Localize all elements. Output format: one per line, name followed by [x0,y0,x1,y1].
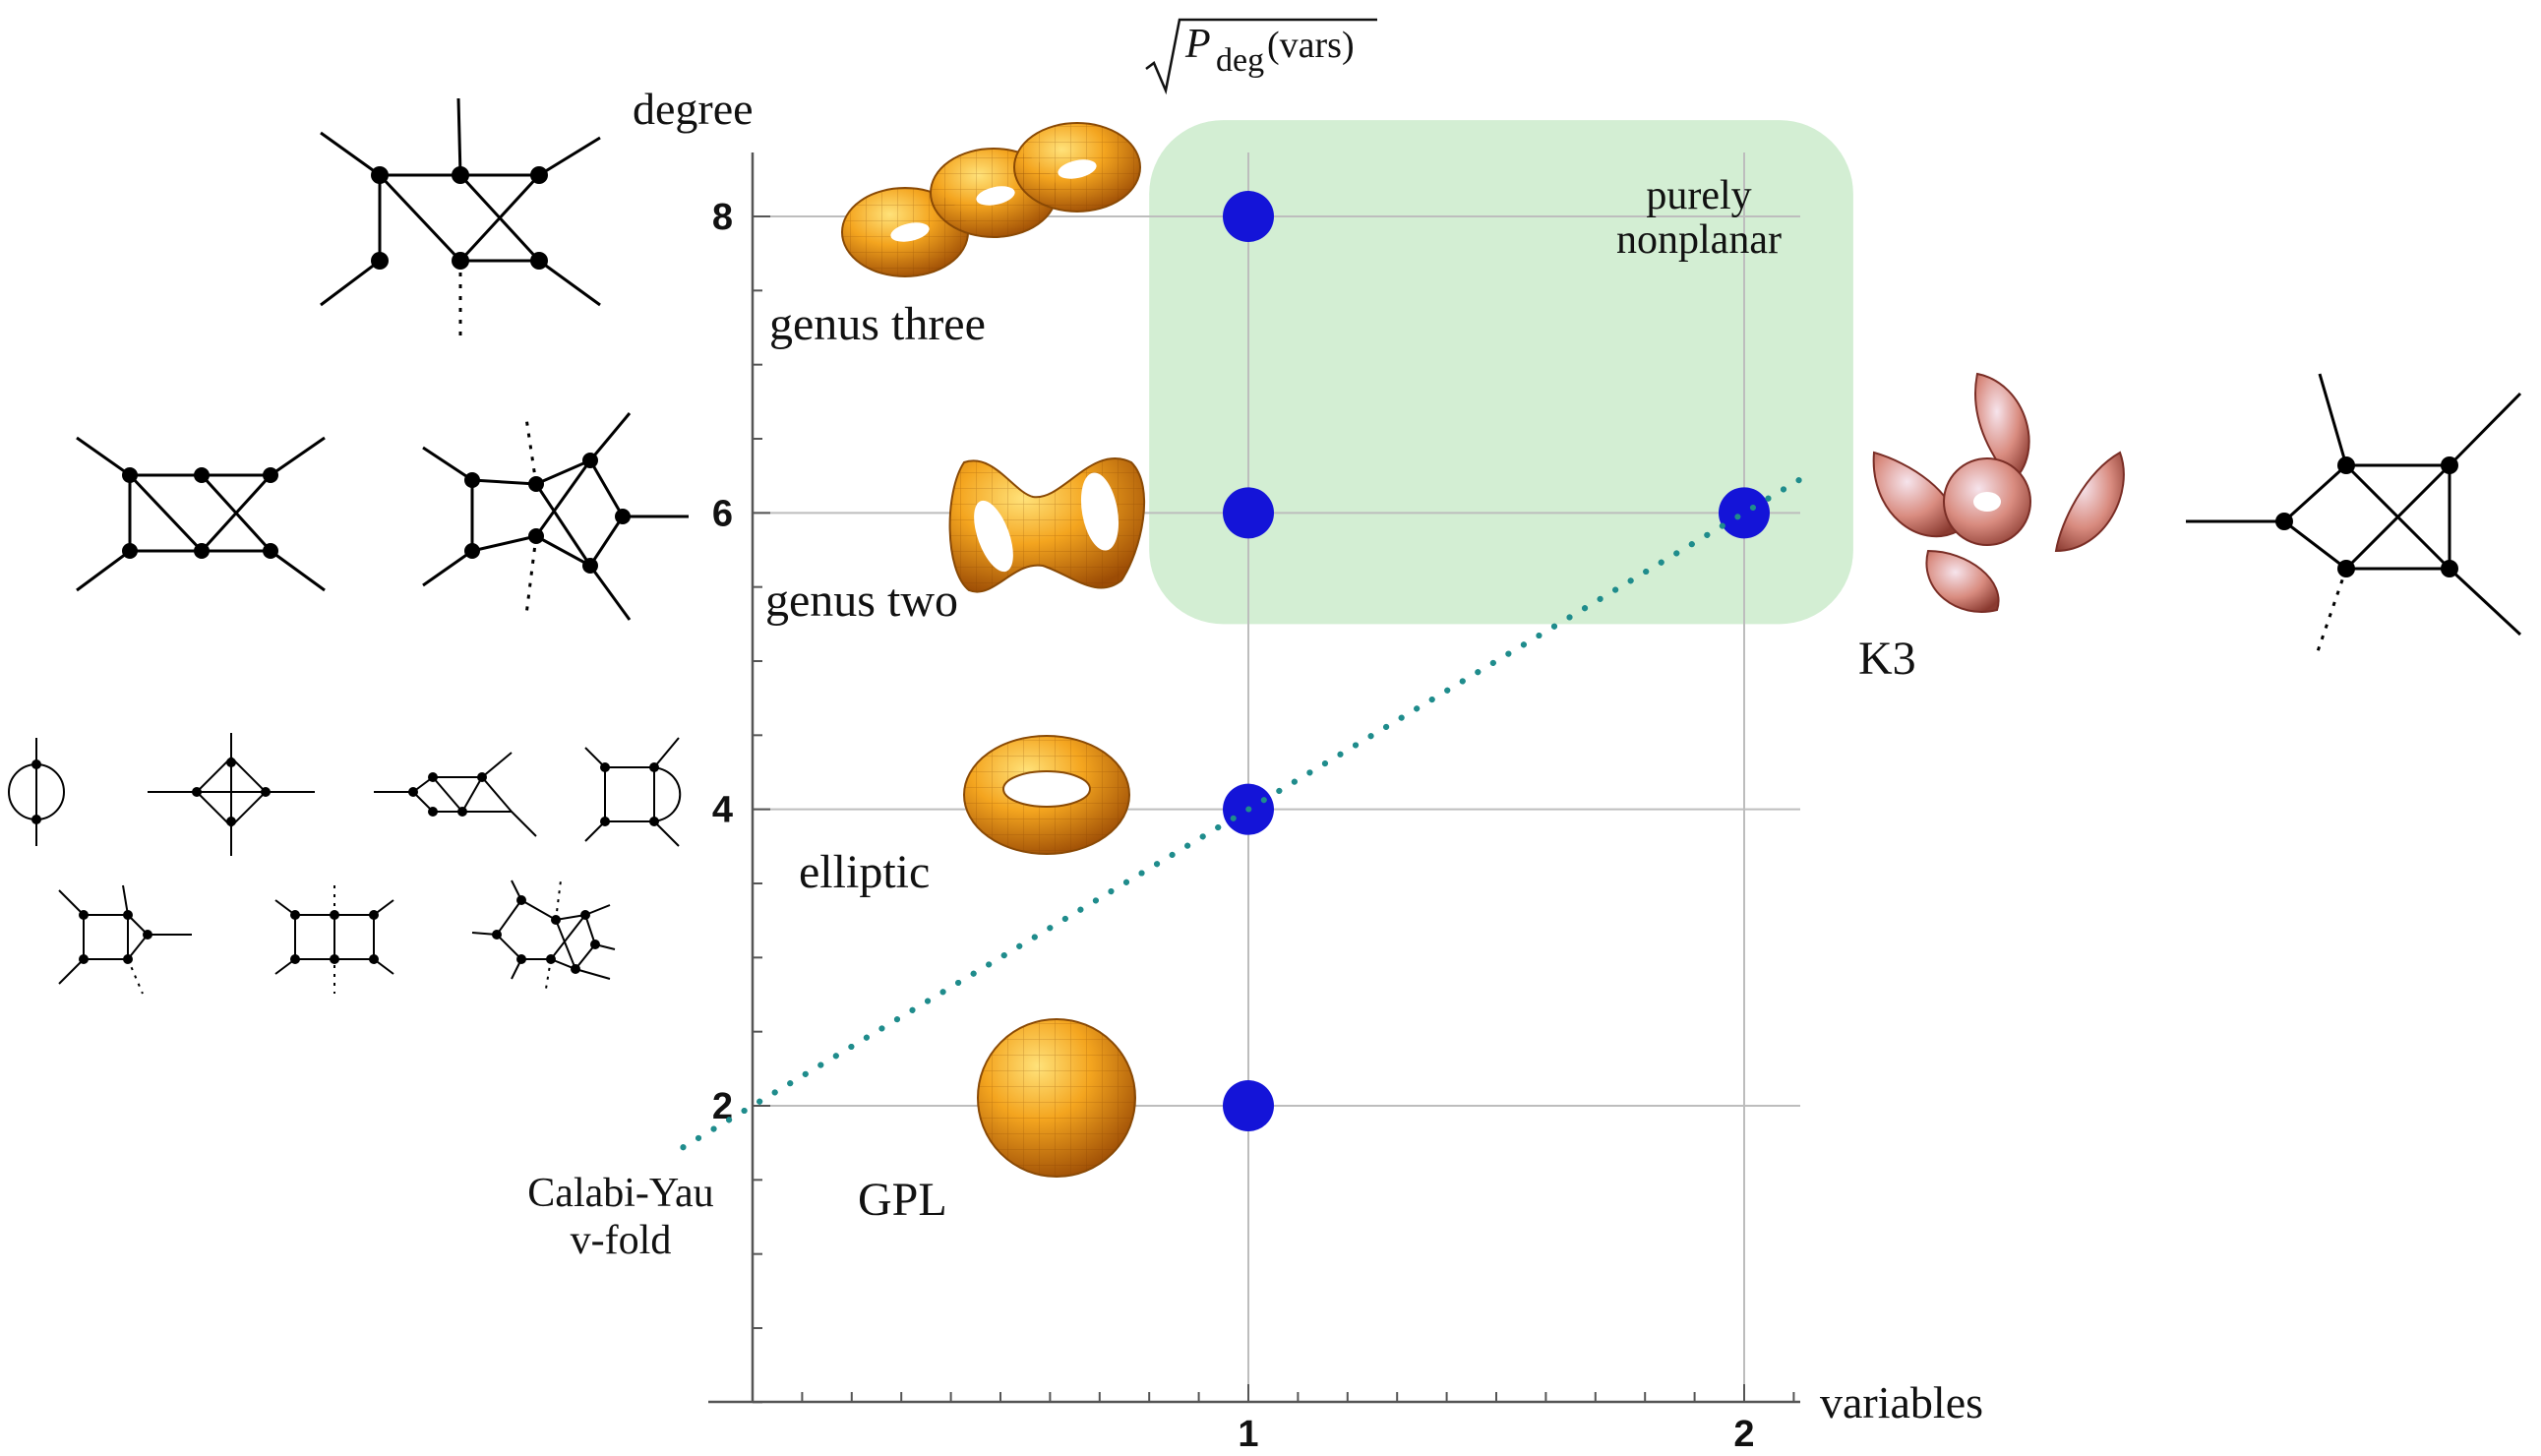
x-tick-label-2: 2 [1733,1414,1754,1451]
feynman-diagram-mid-left [76,436,326,592]
formula-subscript: deg [1216,42,1264,79]
y-tick-label-2: 2 [712,1086,733,1127]
annotation-genus-two: genus two [765,575,958,627]
feynman-diagram-k3 [2186,373,2522,655]
feynman-diagrams-small-row2-nodes [79,895,600,974]
y-tick-label-6: 6 [712,493,733,534]
gpl-sphere-picture [977,1018,1136,1178]
elliptic-surface-picture [963,735,1130,855]
annotation-k3: K3 [1858,633,1916,685]
data-point-0 [1223,1080,1274,1131]
feynman-diagram-top-nodes [371,166,548,270]
tick-labels: 2 4 6 8 1 2 [712,197,1755,1455]
radical-sign [1145,18,1377,95]
axes [708,152,1800,1404]
data-points [1223,191,1770,1131]
data-point-3 [1223,191,1274,242]
feynman-diagrams-small-row2 [58,880,616,995]
k3-surface-picture [1872,372,2125,613]
genus-three-surface-picture [841,122,1141,277]
feynman-diagram-mid-left-nodes [122,467,278,559]
purely-nonplanar-region [1149,120,1853,625]
feynman-diagram-mid-right-nodes [464,453,631,574]
calabi-yau-label-line1: Calabi-Yau [527,1171,713,1216]
formula-argument: (vars) [1267,25,1355,66]
annotation-genus-three: genus three [769,298,986,350]
x-axis-label: variables [1820,1377,1983,1427]
calabi-yau-label-line2: v-fold [571,1218,672,1263]
region-label-line2: nonplanar [1616,217,1782,263]
header-formula: P deg (vars) [1145,18,1377,95]
feynman-diagrams-small [8,733,682,856]
region-label-line1: purely [1646,173,1751,218]
y-tick-label-4: 4 [712,790,733,831]
y-axis-label: degree [633,84,754,134]
annotation-elliptic: elliptic [799,846,930,898]
feynman-diagram-top [320,97,601,339]
data-point-2 [1223,487,1274,539]
annotation-gpl: GPL [858,1174,947,1226]
data-point-4 [1719,487,1770,539]
calabi-yau-line-overlay [680,468,1817,1151]
x-tick-label-1: 1 [1238,1414,1258,1451]
feynman-diagrams-small-nodes [31,758,659,826]
feynman-diagram-k3-nodes [2275,456,2458,577]
feynman-diagram-mid-right [422,412,689,621]
formula-radicand: P [1184,22,1211,67]
y-tick-label-8: 8 [712,197,733,238]
genus-two-surface-picture [948,456,1145,593]
grid-lines [753,152,1800,1402]
